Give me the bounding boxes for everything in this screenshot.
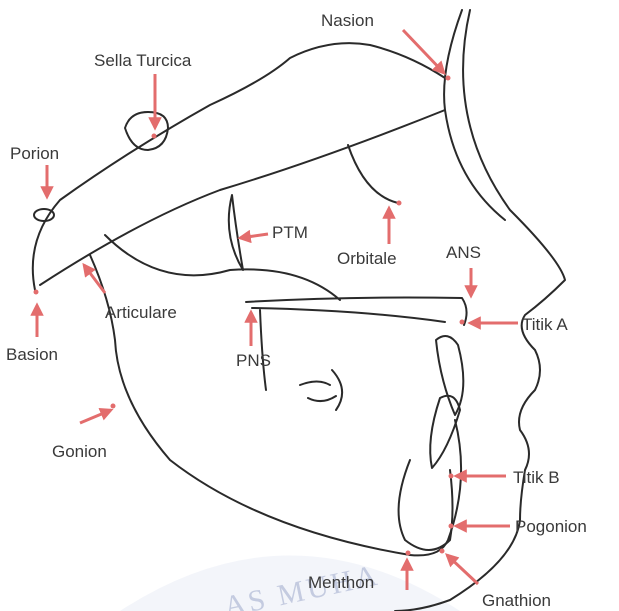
gonion-label: Gonion: [52, 442, 107, 461]
articulare-arrow: [84, 265, 105, 293]
pogonion-point: [449, 524, 454, 529]
landmark-labels: Nasion Sella Turcica Porion PTM Orbitale…: [6, 11, 587, 610]
gnathion-point: [440, 549, 445, 554]
gnathion-arrow: [447, 555, 478, 584]
orbitale-label: Orbitale: [337, 249, 397, 268]
titik-a-label: Titik A: [522, 315, 568, 334]
nasion-label: Nasion: [321, 11, 374, 30]
watermark: AS MUHA: [120, 556, 460, 611]
lower-incisor: [430, 396, 460, 468]
sella-point: [152, 134, 157, 139]
titik-b-point: [449, 474, 454, 479]
symphysis-outline: [399, 460, 453, 550]
nasion-point: [446, 76, 451, 81]
menthon-point: [406, 551, 411, 556]
menthon-label: Menthon: [308, 573, 374, 592]
pogonion-label: Pogonion: [515, 517, 587, 536]
porion-ellipse: [34, 209, 54, 221]
sella-turcica-label: Sella Turcica: [94, 51, 192, 70]
orbitale-point: [397, 201, 402, 206]
titik-b-label: Titik B: [513, 468, 560, 487]
porion-label: Porion: [10, 144, 59, 163]
molar-marks: [300, 370, 342, 410]
basion-point: [34, 290, 39, 295]
ptm-outline: [229, 195, 243, 270]
maxilla-outline: [260, 310, 266, 390]
upper-incisor: [436, 336, 463, 415]
gonion-point: [111, 404, 116, 409]
titik-a-point: [460, 320, 465, 325]
pns-label: PNS: [236, 351, 271, 370]
basion-label: Basion: [6, 345, 58, 364]
gnathion-label: Gnathion: [482, 591, 551, 610]
mandible-inner: [105, 235, 340, 300]
ptm-label: PTM: [272, 223, 308, 242]
gonion-arrow: [80, 410, 111, 423]
sella-turcica-outline: [125, 112, 168, 150]
nasion-arrow: [403, 30, 444, 73]
articulare-label: Articulare: [105, 303, 177, 322]
ptm-arrow: [240, 234, 268, 238]
orbit-outline: [348, 145, 398, 203]
ans-label: ANS: [446, 243, 481, 262]
palate-lower: [252, 308, 445, 322]
